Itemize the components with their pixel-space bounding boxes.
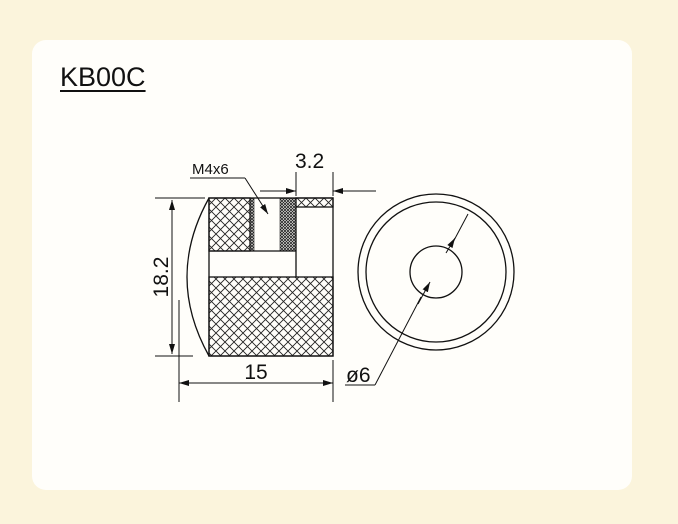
- top-dim-label: 3.2: [295, 150, 324, 173]
- part-title: KB00C: [60, 62, 146, 92]
- inner-circle: [365, 201, 507, 343]
- height-dim-label: 18.2: [150, 257, 173, 298]
- body-outline: [208, 197, 334, 357]
- diameter-dim-label: ø6: [346, 364, 371, 387]
- top-right-knurl: [295, 197, 334, 208]
- hole-circle: [409, 245, 463, 299]
- thread-left: [249, 197, 255, 252]
- outer-circle: [357, 193, 515, 351]
- width-dim-label: 15: [244, 361, 267, 384]
- top-left-knurl: [208, 197, 251, 252]
- dome-arc: [186, 197, 210, 357]
- drawing-card: [32, 40, 632, 490]
- thread-label: M4x6: [192, 161, 229, 178]
- thread-right: [279, 197, 297, 252]
- bottom-knurl: [208, 276, 334, 357]
